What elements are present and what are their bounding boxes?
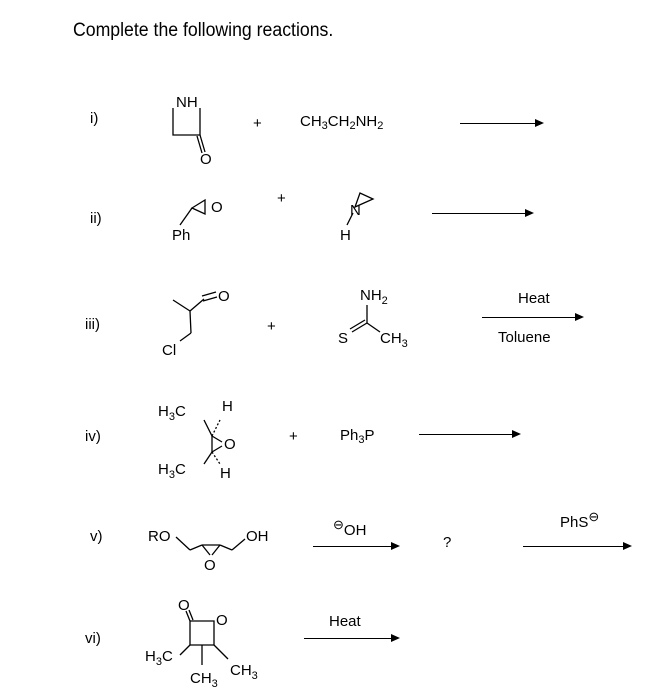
atom-oh: OH: [246, 528, 269, 545]
atom-o: O: [204, 557, 216, 574]
reagent-ethylamine: CH3CH2NH2: [300, 113, 384, 132]
reaction-arrow-ii: [432, 209, 534, 217]
dimethyl-epoxide-structure: H3C H O H3C H: [158, 398, 236, 482]
atom-h: H: [340, 227, 351, 244]
reaction-arrow-iv: [419, 430, 521, 438]
aziridine-structure: N H: [340, 192, 375, 244]
reaction-label-vi: vi): [85, 630, 101, 647]
atom-ch3-a: CH3: [190, 670, 218, 690]
atom-o: O: [200, 151, 212, 168]
reaction-arrow-v-2: [523, 542, 632, 550]
beta-lactam-structure: NH O: [172, 94, 212, 168]
reagent-thiophenolate: PhS⊖: [560, 509, 600, 531]
plus-sign-ii: +: [277, 190, 286, 207]
phenyl-epoxide-structure: Ph O: [172, 198, 223, 244]
atom-s: S: [338, 330, 348, 347]
reaction-label-iii: iii): [85, 316, 100, 333]
reaction-label-i: i): [90, 110, 99, 127]
chloro-aldehyde-structure: O Cl: [162, 288, 230, 359]
condition-heat-iii: Heat: [518, 290, 550, 307]
atom-h-top: H: [222, 398, 233, 415]
atom-ph: Ph: [172, 227, 190, 244]
atom-o: O: [224, 436, 236, 453]
atom-o-ring: O: [216, 612, 228, 629]
reaction-arrow-i: [460, 119, 544, 127]
plus-sign-iii: +: [267, 318, 276, 335]
atom-ro: RO: [148, 528, 171, 545]
beta-lactone-structure: O O H3C CH3 CH3: [145, 597, 258, 690]
atom-h3c-top: H3C: [158, 403, 186, 423]
thioacetamide-structure: NH2 S CH3: [338, 287, 408, 350]
plus-sign-iv: +: [289, 428, 298, 445]
atom-h-bottom: H: [220, 465, 231, 482]
atom-o: O: [218, 288, 230, 305]
reaction-arrow-vi: [304, 634, 400, 642]
reaction-arrow-v-1: [313, 542, 400, 550]
reagent-ph3p: Ph3P: [340, 427, 375, 446]
reagent-hydroxide: ⊖OH: [333, 517, 367, 539]
atom-n: N: [350, 202, 361, 219]
epoxy-alcohol-structure: RO OH O: [148, 528, 269, 574]
reaction-label-v: v): [90, 528, 103, 545]
atom-nh: NH: [176, 94, 198, 111]
reaction-label-ii: ii): [90, 210, 102, 227]
atom-h3c-bottom: H3C: [158, 461, 186, 481]
atom-o: O: [211, 199, 223, 216]
reaction-arrow-iii: [482, 313, 584, 321]
atom-ch3: CH3: [380, 330, 408, 350]
condition-toluene-iii: Toluene: [498, 329, 551, 346]
plus-sign-i: +: [253, 115, 262, 132]
reaction-label-iv: iv): [85, 428, 101, 445]
atom-nh2: NH2: [360, 287, 388, 307]
condition-heat-vi: Heat: [329, 613, 361, 630]
atom-cl: Cl: [162, 342, 176, 359]
atom-ch3-b: CH3: [230, 662, 258, 682]
atom-h3c: H3C: [145, 648, 173, 668]
atom-o-carbonyl: O: [178, 597, 190, 614]
unknown-intermediate: ?: [443, 534, 452, 551]
page-title: Complete the following reactions.: [73, 20, 334, 41]
